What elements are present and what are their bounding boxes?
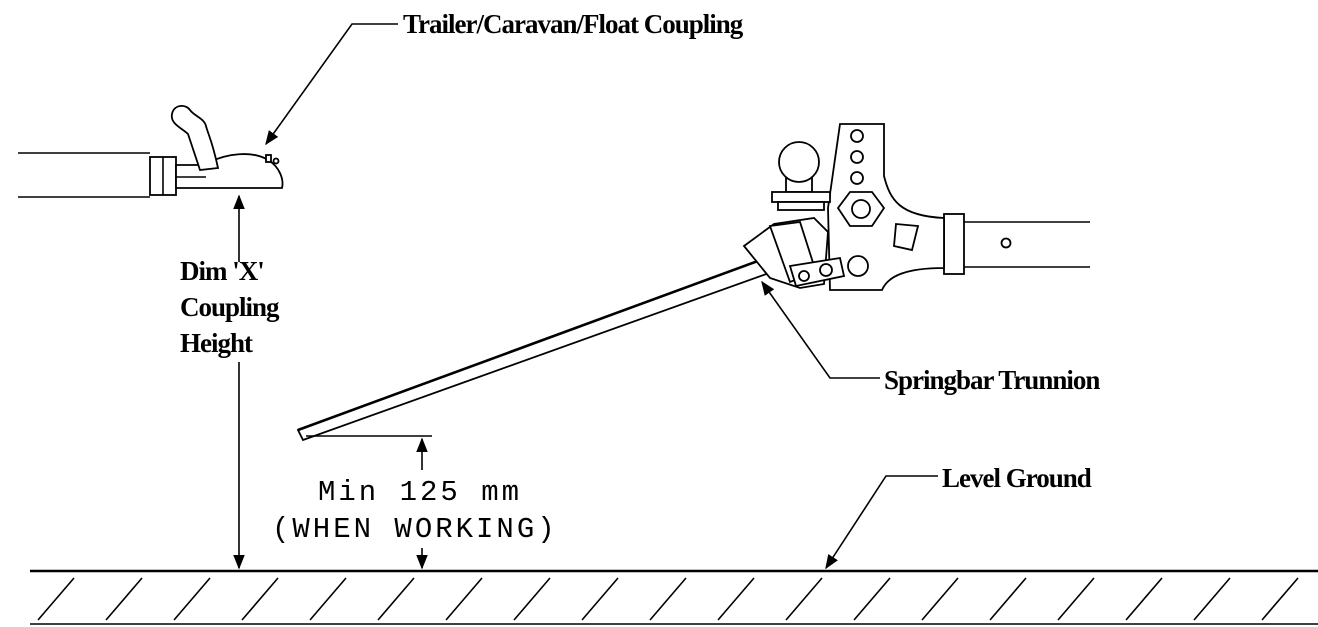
hatch-line — [37, 577, 75, 621]
hatch-line — [1125, 577, 1163, 621]
dim-x-dimension: Dim 'X' Coupling Height — [180, 194, 281, 570]
hatch-line — [445, 577, 483, 621]
coupling-callout: Trailer/Caravan/Float Coupling — [265, 9, 745, 146]
when-working-label: (WHEN WORKING) — [272, 513, 558, 546]
coupling-label: Trailer/Caravan/Float Coupling — [403, 9, 744, 39]
hatch-line — [309, 577, 347, 621]
hatch-line — [717, 577, 755, 621]
min-clearance-dimension: Min 125 mm (WHEN WORKING) — [272, 435, 558, 570]
hatch-line — [1057, 577, 1095, 621]
min-clearance-label: Min 125 mm — [318, 476, 522, 509]
hatch-line — [241, 577, 279, 621]
dim-x-coupling-label: Coupling — [180, 292, 280, 322]
spring-bar — [296, 256, 774, 442]
ground-callout: Level Ground — [825, 463, 1093, 570]
hatch-line — [1261, 577, 1299, 621]
hatch-line — [377, 577, 415, 621]
trailer-coupling — [18, 105, 284, 198]
hatch-line — [853, 577, 891, 621]
hatch-line — [173, 577, 211, 621]
dim-x-height-label: Height — [180, 328, 253, 358]
hatch-line — [1193, 577, 1231, 621]
trunnion-label: Springbar Trunnion — [884, 365, 1100, 395]
hatch-line — [105, 577, 143, 621]
hitch-head-assembly — [742, 123, 1090, 291]
trunnion-callout: Springbar Trunnion — [761, 280, 1101, 395]
dim-x-label: Dim 'X' — [180, 256, 264, 286]
hatch-line — [921, 577, 959, 621]
hatch-line — [649, 577, 687, 621]
hatch-line — [513, 577, 551, 621]
ground-label: Level Ground — [942, 463, 1092, 493]
hatch-line — [989, 577, 1027, 621]
level-ground — [30, 569, 1318, 625]
ground-hatching — [37, 577, 1299, 621]
hatch-line — [785, 577, 823, 621]
hatch-line — [581, 577, 619, 621]
